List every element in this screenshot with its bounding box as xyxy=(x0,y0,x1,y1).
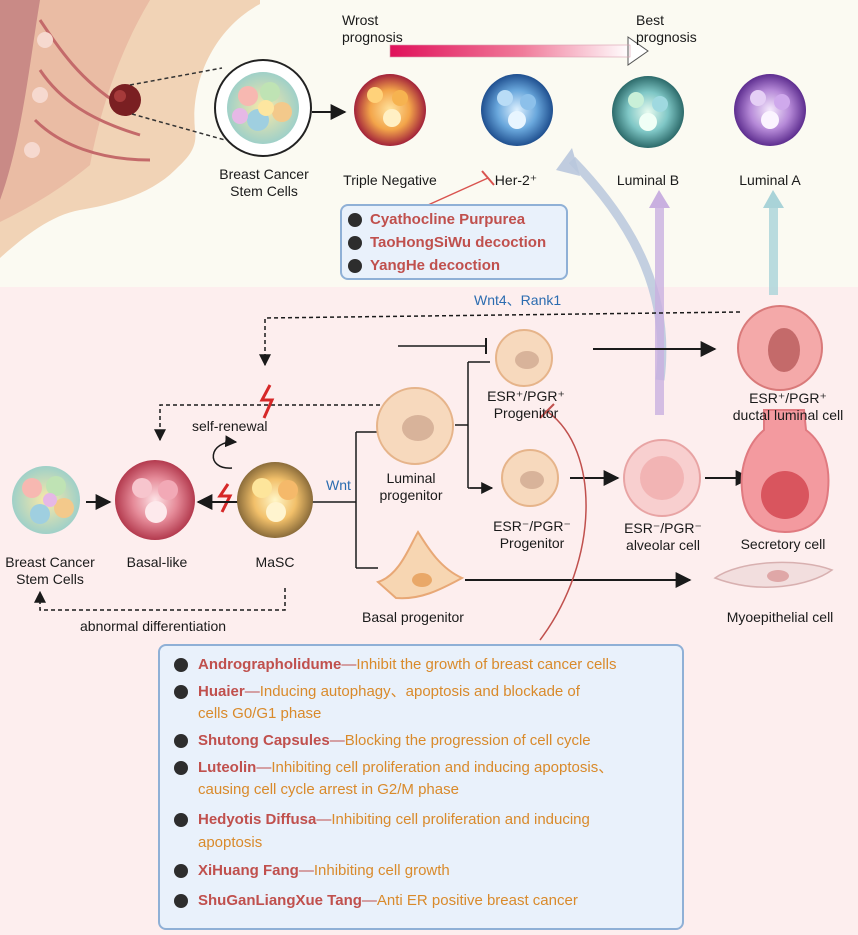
bcsc-top-label: Breast Cancer Stem Cells xyxy=(219,166,309,199)
bcsc-bottom-cluster-icon xyxy=(12,466,80,534)
her2-label: Her-2⁺ xyxy=(494,172,538,188)
luminal-progenitor-label: Luminal progenitor xyxy=(379,470,443,503)
secretory-cell-label: Secretory cell xyxy=(740,536,826,552)
bottom-herb-item: Huaier—Inducing autophagy、apoptosis and … xyxy=(174,683,580,701)
her2-inhibition-line xyxy=(427,177,489,206)
lightning-icon xyxy=(259,384,275,419)
bcsc-top-cluster-icon xyxy=(227,72,299,144)
masc-cluster-icon xyxy=(237,462,313,538)
basal-progenitor-cell-icon xyxy=(376,530,465,600)
wnt4-rank1-label: Wnt4、Rank1 xyxy=(474,292,562,308)
ductal-to-luminal-a-arrow xyxy=(769,205,778,295)
bullet-icon xyxy=(174,685,188,699)
triple-negative-label: Triple Negative xyxy=(343,172,437,188)
luminal-a-tumor-icon xyxy=(734,74,806,146)
myoepithelial-cell-icon xyxy=(713,561,834,588)
luminal-b-tumor-icon xyxy=(612,76,684,148)
triple-negative-tumor-icon xyxy=(354,74,426,146)
bullet-icon xyxy=(348,236,362,250)
her2-tumor-icon xyxy=(481,74,553,146)
lightning-icon xyxy=(217,483,233,513)
luminal-a-label: Luminal A xyxy=(739,172,801,188)
worst-prognosis-label: Wrost prognosis xyxy=(342,12,403,45)
bottom-herb-item: Hedyotis Diffusa—Inhibiting cell prolife… xyxy=(174,811,590,829)
basal-like-label: Basal-like xyxy=(126,554,188,570)
bullet-icon xyxy=(174,658,188,672)
bottom-herb-item: ShuGanLiangXue Tang—Anti ER positive bre… xyxy=(174,892,578,910)
top-herb-item: TaoHongSiWu decoction xyxy=(348,234,546,252)
top-herb-item: Cyathocline Purpurea xyxy=(348,211,525,229)
alveolar-to-her2-arrow xyxy=(568,156,667,381)
bullet-icon xyxy=(174,761,188,775)
masc-branch-lines xyxy=(312,431,378,569)
self-renewal-label: self-renewal xyxy=(192,418,268,434)
ductal-luminal-cell-label: ESR⁺/PGR⁺ ductal luminal cell xyxy=(732,390,844,423)
bottom-herb-item: Andrographolidume—Inhibit the growth of … xyxy=(174,656,616,674)
bottom-box-inhibition-curve xyxy=(539,411,587,641)
wnt-label: Wnt xyxy=(326,477,351,493)
abnormal-differentiation-label: abnormal differentiation xyxy=(80,618,227,634)
masc-label: MaSC xyxy=(255,554,295,570)
alveolar-cell-icon xyxy=(623,439,701,517)
bottom-herb-box: Andrographolidume—Inhibit the growth of … xyxy=(158,644,684,930)
alveolar-cell-label: ESR⁻/PGR⁻ alveolar cell xyxy=(624,520,702,553)
ductal-to-masc-dotted-arrow xyxy=(259,311,741,367)
basal-like-cluster-icon xyxy=(115,460,195,540)
bcsc-bottom-label: Breast Cancer Stem Cells xyxy=(5,554,95,587)
esr-pgr-pos-progenitor-cell-icon xyxy=(495,329,553,387)
basal-progenitor-label: Basal progenitor xyxy=(362,609,464,625)
ductal-luminal-cell-icon xyxy=(737,305,823,391)
best-prognosis-label: Best prognosis xyxy=(636,12,697,45)
bottom-herb-item-continued: causing cell cycle arrest in G2/M phase xyxy=(198,781,459,798)
breast-illustration xyxy=(0,0,260,258)
secretory-cell-icon xyxy=(740,409,830,534)
bottom-herb-item: Shutong Capsules—Blocking the progressio… xyxy=(174,732,591,750)
myoepithelial-cell-label: Myoepithelial cell xyxy=(726,609,834,625)
bullet-icon xyxy=(348,259,362,273)
alveolar-to-luminal-b-arrow xyxy=(655,205,664,415)
prognosis-gradient-arrow xyxy=(389,36,649,66)
bottom-herb-item: XiHuang Fang—Inhibiting cell growth xyxy=(174,862,450,880)
bullet-icon xyxy=(348,213,362,227)
luminal-progenitor-cell-icon xyxy=(376,387,454,465)
abnormal-differentiation-arrow xyxy=(34,588,286,611)
bullet-icon xyxy=(174,813,188,827)
bullet-icon xyxy=(174,864,188,878)
bullet-icon xyxy=(174,734,188,748)
tumor-icon xyxy=(109,84,141,116)
bottom-herb-item: Luteolin—Inhibiting cell proliferation a… xyxy=(174,759,613,777)
luminal-b-label: Luminal B xyxy=(616,172,680,188)
self-renewal-loop-icon xyxy=(212,435,238,469)
top-herb-item: YangHe decoction xyxy=(348,257,500,275)
esr-pgr-neg-progenitor-label: ESR⁻/PGR⁻ Progenitor xyxy=(493,518,571,551)
top-herb-box: Cyathocline Purpurea TaoHongSiWu decocti… xyxy=(340,204,568,280)
luminal-to-basal-dotted-arrow xyxy=(154,404,380,442)
esr-pgr-neg-progenitor-cell-icon xyxy=(501,449,559,507)
esr-pgr-pos-progenitor-label: ESR⁺/PGR⁺ Progenitor xyxy=(487,388,565,421)
bottom-herb-item-continued: apoptosis xyxy=(198,834,263,851)
bullet-icon xyxy=(174,894,188,908)
bottom-herb-item-continued: cells G0/G1 phase xyxy=(198,705,322,722)
